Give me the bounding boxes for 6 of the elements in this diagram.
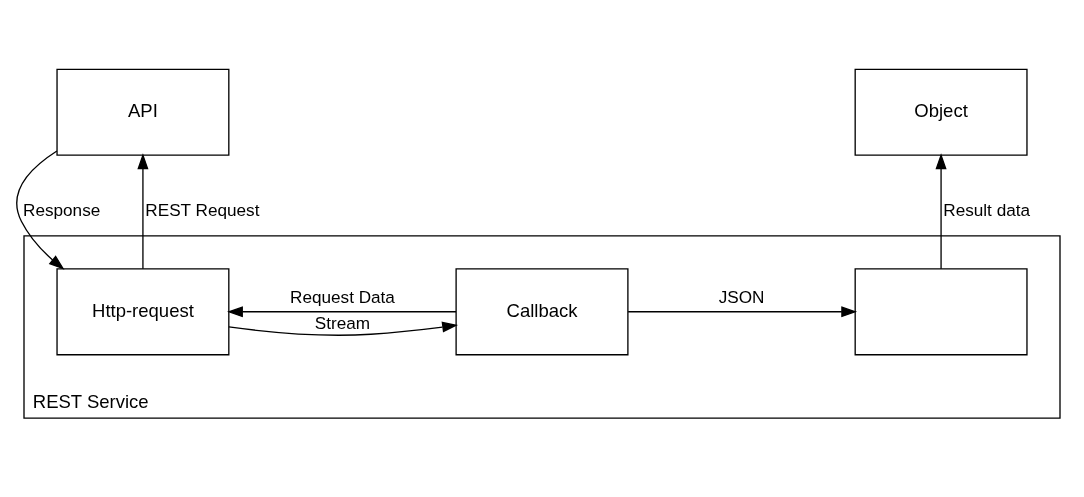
edge-label: JSON [718, 286, 765, 307]
edge-label: Response [23, 199, 101, 220]
edge-label: Stream [314, 312, 371, 333]
edge-label: Request Data [290, 286, 395, 307]
edge-label: REST Request [145, 199, 260, 220]
edge-label: Result data [943, 199, 1031, 220]
